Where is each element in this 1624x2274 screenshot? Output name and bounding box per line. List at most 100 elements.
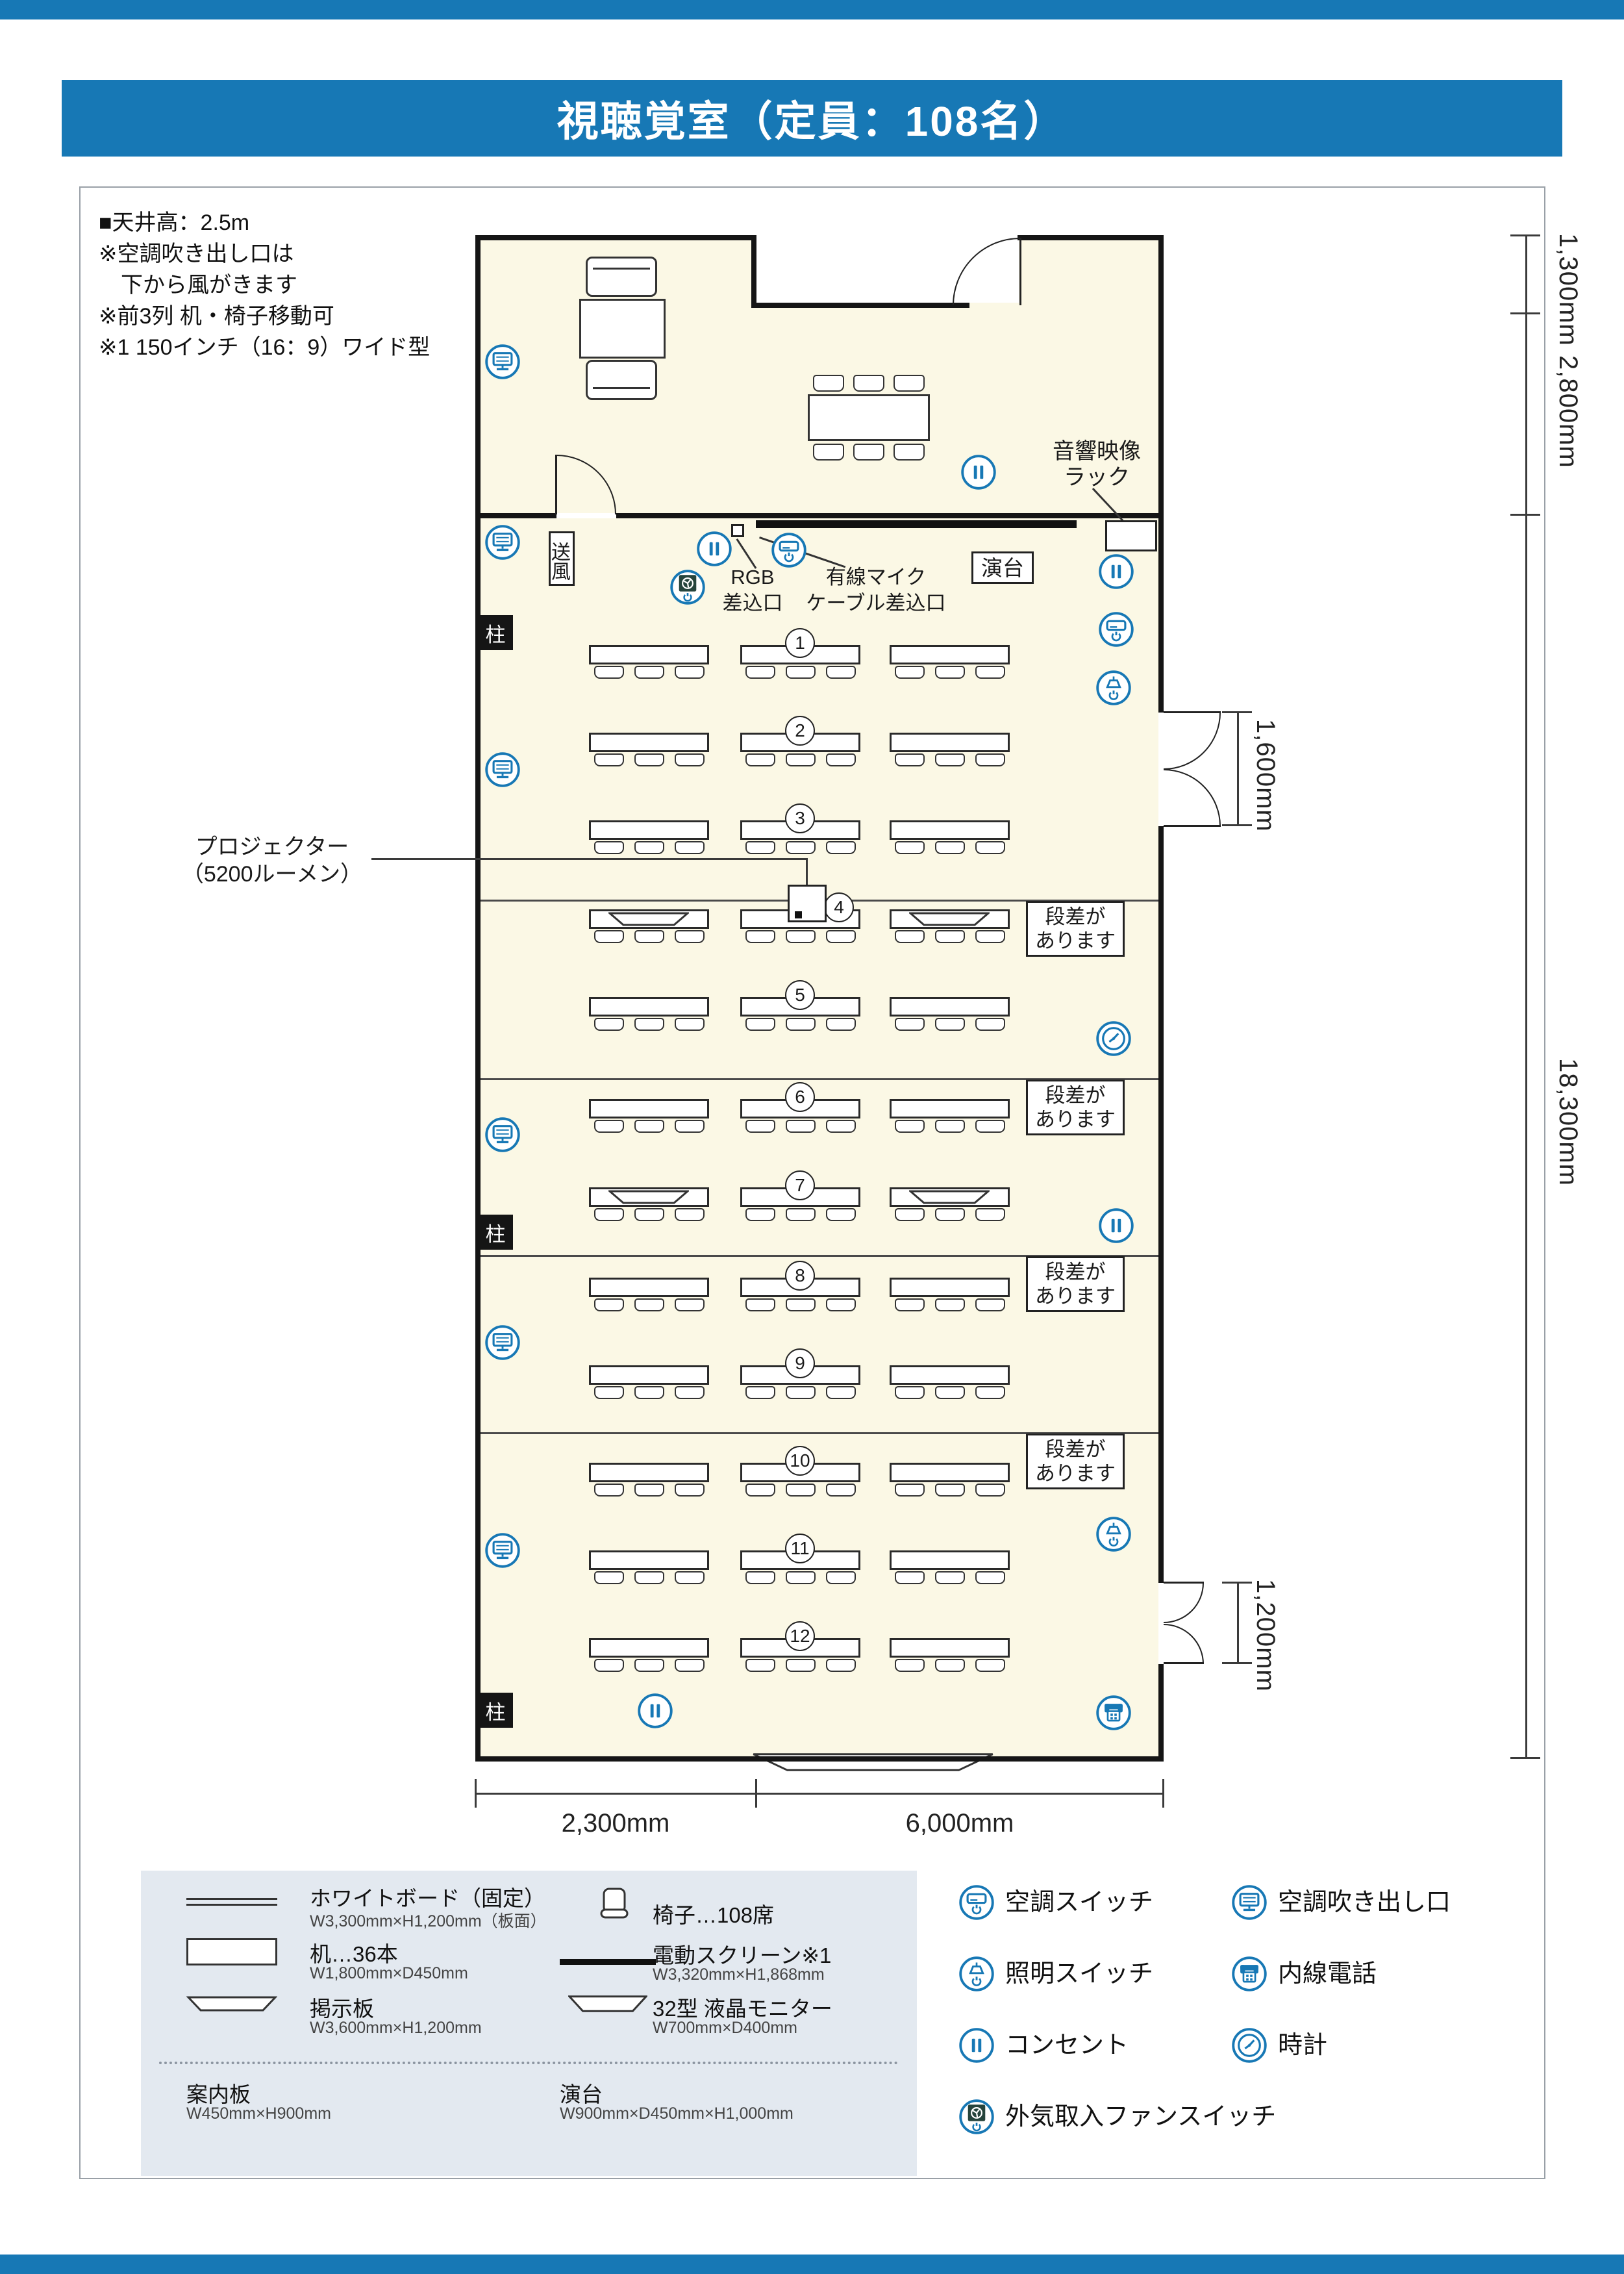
dimension-tick bbox=[1510, 1757, 1540, 1759]
chair bbox=[895, 1298, 925, 1311]
ac-vent-icon bbox=[484, 1116, 521, 1154]
outlet-icon bbox=[1097, 1207, 1135, 1244]
dimension-label: 1,600mm bbox=[1251, 719, 1280, 832]
page-title: 視聴覚室（定員：108名） bbox=[556, 98, 1068, 145]
step-notice: 段差があります bbox=[1026, 901, 1125, 957]
note-line: ■天井高：2.5m bbox=[99, 210, 250, 235]
wall-segment bbox=[475, 235, 756, 240]
row-number: 3 bbox=[785, 803, 815, 833]
wall-segment bbox=[1158, 826, 1164, 1583]
chair bbox=[975, 753, 1005, 766]
chair bbox=[853, 444, 884, 461]
dimension-line bbox=[1237, 1583, 1239, 1664]
legend-size: W900mm×D450mm×H1,000mm bbox=[560, 2104, 793, 2123]
dimension-tick bbox=[1222, 1582, 1252, 1584]
chair bbox=[975, 666, 1005, 679]
row-number: 10 bbox=[785, 1446, 815, 1476]
legend-size: W1,800mm×D450mm bbox=[310, 1964, 468, 1982]
ac-vent-icon bbox=[484, 343, 521, 381]
wall-segment bbox=[1158, 235, 1164, 713]
chair bbox=[975, 1484, 1005, 1497]
step-notice: 段差があります bbox=[1026, 1434, 1125, 1489]
chair bbox=[745, 1208, 775, 1221]
ac-vent-icon bbox=[484, 751, 521, 789]
bulletin-board-icon bbox=[186, 1995, 277, 2012]
chair bbox=[826, 1018, 856, 1031]
chair bbox=[745, 1484, 775, 1497]
chair bbox=[594, 841, 624, 854]
step-notice: 段差があります bbox=[1026, 1080, 1125, 1135]
legend-size: W700mm×D400mm bbox=[653, 2019, 797, 2037]
phone-icon bbox=[1095, 1694, 1132, 1732]
fan-switch-icon bbox=[958, 2098, 995, 2136]
desk bbox=[589, 820, 709, 840]
chair bbox=[675, 753, 705, 766]
chair bbox=[594, 1208, 624, 1221]
legend-label: 演台 bbox=[560, 2082, 603, 2106]
chair bbox=[594, 1484, 624, 1497]
desk bbox=[589, 1638, 709, 1658]
chair bbox=[826, 1298, 856, 1311]
chair bbox=[975, 1120, 1005, 1133]
chair bbox=[594, 1571, 624, 1584]
bottom-accent-bar bbox=[0, 2255, 1624, 2274]
desk bbox=[589, 645, 709, 664]
chair bbox=[826, 1208, 856, 1221]
chair bbox=[975, 930, 1005, 943]
mic-jack-label: 有線マイク ケーブル差込口 bbox=[806, 566, 946, 614]
light-switch-icon bbox=[958, 1955, 995, 1993]
chair bbox=[895, 1120, 925, 1133]
chair bbox=[745, 1120, 775, 1133]
chair bbox=[786, 1484, 816, 1497]
wall-segment bbox=[475, 1756, 1164, 1762]
note-line: ※前3列 机・椅子移動可 bbox=[99, 304, 334, 329]
chair bbox=[634, 753, 664, 766]
chair bbox=[893, 375, 925, 392]
chair bbox=[826, 1571, 856, 1584]
pillar: 柱 bbox=[478, 1215, 513, 1250]
bulletin-board bbox=[748, 1752, 998, 1773]
chair bbox=[786, 666, 816, 679]
desk bbox=[890, 1463, 1010, 1482]
chair bbox=[826, 1386, 856, 1399]
row-number: 6 bbox=[785, 1082, 815, 1112]
chair bbox=[675, 1484, 705, 1497]
chair bbox=[786, 1208, 816, 1221]
chair bbox=[745, 841, 775, 854]
desk-monitor bbox=[608, 1189, 689, 1205]
chair bbox=[826, 930, 856, 943]
chair bbox=[895, 1018, 925, 1031]
ac-vent-icon bbox=[484, 1532, 521, 1569]
chair bbox=[826, 753, 856, 766]
chair bbox=[675, 1298, 705, 1311]
chair bbox=[895, 753, 925, 766]
desk bbox=[890, 1278, 1010, 1297]
chair bbox=[594, 1120, 624, 1133]
chair bbox=[594, 1018, 624, 1031]
desk-monitor bbox=[909, 1189, 990, 1205]
legend-box: ホワイトボード（固定） W3,300mm×H1,200mm（板面） 机…36本 … bbox=[141, 1871, 917, 2176]
fan-switch-icon bbox=[669, 568, 706, 606]
row-number: 7 bbox=[785, 1170, 815, 1200]
chair bbox=[675, 1018, 705, 1031]
legend-size: W3,320mm×H1,868mm bbox=[653, 1965, 825, 1984]
dimension-tick bbox=[1222, 1662, 1252, 1664]
dimension-line bbox=[1237, 713, 1239, 826]
row-number: 11 bbox=[785, 1534, 815, 1563]
content-frame: ■天井高：2.5m ※空調吹き出し口は 下から風がきます ※前3列 机・椅子移動… bbox=[79, 186, 1582, 2179]
chair bbox=[634, 1571, 664, 1584]
chair bbox=[634, 1018, 664, 1031]
dimension-tick bbox=[1510, 312, 1540, 314]
chair bbox=[786, 1298, 816, 1311]
chair bbox=[935, 1659, 965, 1672]
row-number: 4 bbox=[824, 892, 854, 922]
pillar: 柱 bbox=[478, 615, 513, 650]
legend-label: 椅子…108席 bbox=[653, 1903, 775, 1927]
legend-label: ホワイトボード（固定） bbox=[310, 1886, 545, 1910]
rgb-jack-label: RGB 差込口 bbox=[722, 566, 783, 614]
chair bbox=[675, 1208, 705, 1221]
clock-icon bbox=[1095, 1020, 1132, 1057]
chair-icon bbox=[594, 1884, 634, 1924]
step-notice: 段差があります bbox=[1026, 1256, 1125, 1312]
